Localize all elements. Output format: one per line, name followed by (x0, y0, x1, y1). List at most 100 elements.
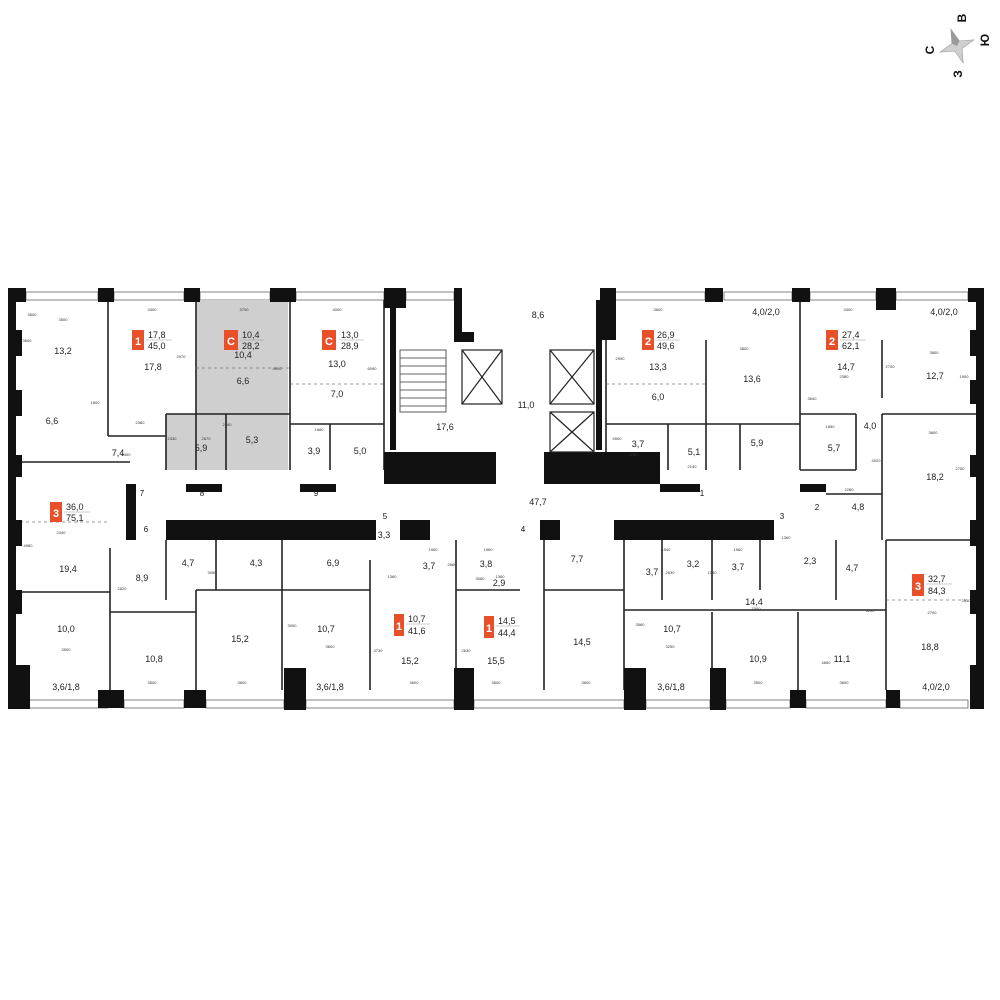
svg-text:49,6: 49,6 (657, 341, 675, 351)
apartment-badge: 1 17,8 45,0 (132, 330, 172, 351)
apartment-badge: С 13,0 28,9 (322, 330, 364, 351)
room-area-label: 17,6 (436, 422, 454, 432)
dimension-label: 4900 (273, 366, 283, 371)
interior-walls (14, 300, 976, 690)
dimension-label: 2660 (448, 562, 458, 567)
room-area-label: 3,7 (732, 562, 745, 572)
svg-text:26,9: 26,9 (657, 330, 675, 340)
room-area-label: 14,7 (837, 362, 855, 372)
apartment-badge: С 10,4 28,2 (224, 330, 264, 351)
dimension-label: 2990 (616, 356, 626, 361)
room-area-label: 18,8 (921, 642, 939, 652)
dimension-label: 3080 (476, 576, 486, 581)
dimension-label: 1040 (708, 570, 718, 575)
room-area-label: 7,0 (331, 389, 344, 399)
dimension-label: 1360 (782, 535, 792, 540)
room-area-label: 3,8 (480, 559, 493, 569)
dimension-label: 3600 (238, 680, 248, 685)
room-area-label: 12,7 (926, 371, 944, 381)
room-area-label: 3,3 (378, 530, 391, 540)
room-area-label: 7,4 (112, 448, 125, 458)
room-area-label: 15,2 (231, 634, 249, 644)
svg-text:1: 1 (396, 621, 402, 633)
room-area-label: 14,5 (573, 637, 591, 647)
balcony-frames (25, 291, 969, 709)
room-area-label: 4,0/2,0 (930, 307, 958, 317)
dimension-label: 2970 (177, 354, 187, 359)
room-area-label: 11,0 (518, 400, 535, 410)
room-area-label: 6,9 (327, 558, 340, 568)
door-number-label: 5 (383, 512, 388, 521)
dimension-label: 3600 (492, 680, 502, 685)
svg-text:1: 1 (135, 336, 141, 348)
room-area-label: 4,0/2,0 (922, 682, 950, 692)
room-area-label: 47,7 (529, 497, 547, 507)
svg-text:28,2: 28,2 (242, 341, 260, 351)
apartment-badges: 1 17,8 45,0 С 10,4 28,2 С 13,0 28,9 2 26… (50, 330, 952, 638)
compass-west: З (951, 70, 965, 78)
dimension-label: 3600 (23, 338, 33, 343)
dimension-label: 4000 (333, 307, 343, 312)
dimension-label: 1960 (734, 547, 744, 552)
room-area-label: 5,9 (751, 438, 764, 448)
dimension-label: 2700 (886, 364, 896, 369)
dimension-label: 2750 (956, 466, 966, 471)
room-area-label: 3,2 (687, 559, 700, 569)
dimension-label: 2830 (666, 570, 676, 575)
room-area-label: 6,6 (237, 376, 250, 386)
room-area-label: 10,8 (145, 654, 163, 664)
room-area-label: 4,3 (250, 558, 263, 568)
door-number-label: 4 (521, 525, 526, 534)
dimension-label: 3250 (666, 644, 676, 649)
room-area-label: 4,8 (852, 502, 865, 512)
dimension-label: 2340 (57, 530, 67, 535)
dimension-label: 3500 (59, 317, 69, 322)
dimension-label: 2630 (462, 648, 472, 653)
door-number-label: 1 (700, 489, 705, 498)
dimension-label: 2700 (928, 610, 938, 615)
dimension-label: 4850 (822, 660, 832, 665)
svg-text:17,8: 17,8 (148, 330, 166, 340)
compass-south: Ю (978, 34, 992, 46)
room-area-label: 10,0 (57, 624, 75, 634)
room-area-label: 19,4 (59, 564, 77, 574)
dimension-label: 4980 (24, 543, 34, 548)
dimension-label: 1800 (91, 400, 101, 405)
svg-text:14,5: 14,5 (498, 616, 516, 626)
svg-text:3: 3 (53, 508, 59, 520)
door-number-label: 8 (200, 489, 205, 498)
dimension-label: 3600 (326, 644, 336, 649)
svg-text:75,1: 75,1 (66, 513, 84, 523)
svg-text:С: С (325, 336, 333, 348)
dimension-label: 2260 (629, 452, 639, 457)
room-area-label: 4,0/2,0 (752, 307, 780, 317)
dimension-label: 1850 (826, 424, 836, 429)
dimension-label: 4020 (872, 458, 882, 463)
room-area-label: 13,6 (743, 374, 761, 384)
svg-text:44,4: 44,4 (498, 628, 516, 638)
dimension-label: 3600 (654, 307, 664, 312)
dimension-label: 1360 (496, 574, 506, 579)
structural-walls (8, 288, 984, 710)
dimension-label: 3050 (208, 570, 218, 575)
room-area-label: 14,4 (745, 597, 763, 607)
apartment-badge: 3 32,7 84,3 (912, 574, 952, 596)
room-area-label: 5,9 (195, 443, 208, 453)
dimension-label: 3730 (374, 648, 384, 653)
compass-east: В (955, 13, 969, 22)
room-area-label: 10,7 (317, 624, 335, 634)
room-area-label: 2,9 (493, 578, 506, 588)
dimension-label: 3400 (148, 307, 158, 312)
room-area-label: 10,9 (749, 654, 767, 664)
dimension-label: 7000 (752, 606, 762, 611)
dimension-label: 3560 (636, 622, 646, 627)
svg-text:36,0: 36,0 (66, 502, 84, 512)
dimension-label: 3500 (148, 680, 158, 685)
svg-text:2: 2 (829, 336, 835, 348)
room-area-label: 10,7 (663, 624, 681, 634)
svg-text:1: 1 (486, 623, 492, 635)
room-area-label: 5,0 (354, 446, 367, 456)
svg-text:С: С (227, 336, 235, 348)
